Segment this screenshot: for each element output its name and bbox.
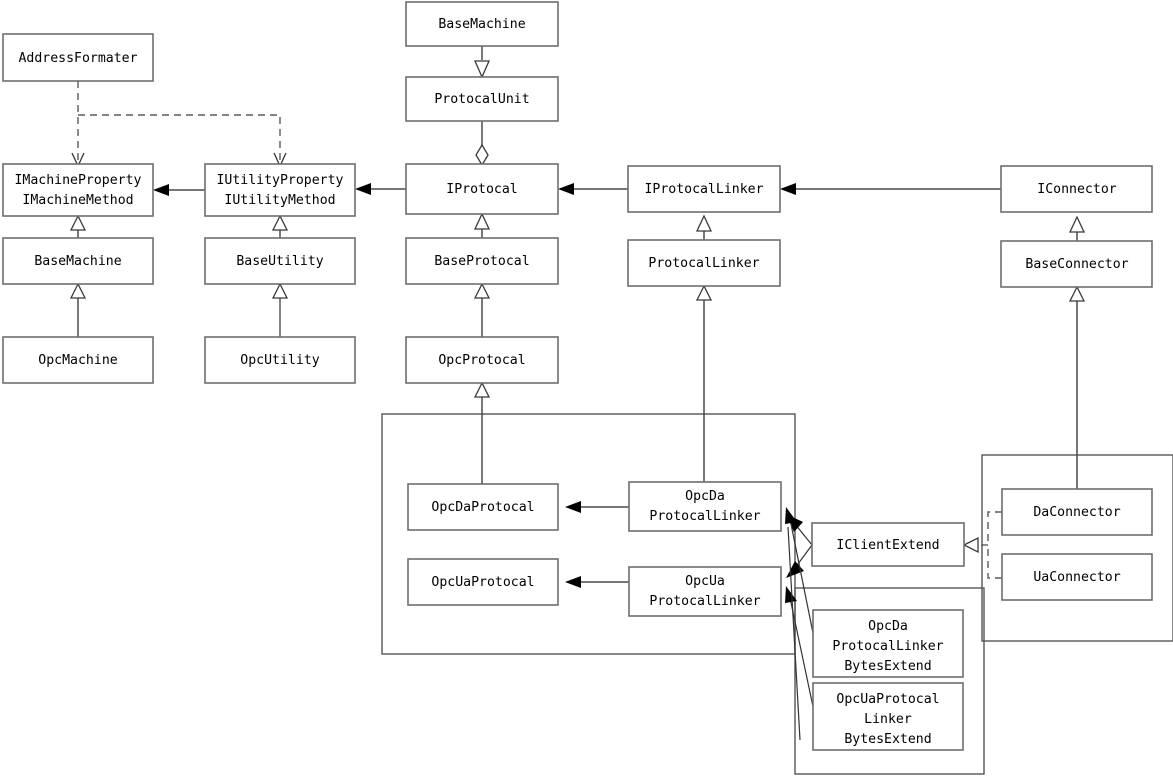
- class-label: BaseMachine: [34, 254, 121, 269]
- class-iclient-extend[interactable]: IClientExtend: [811, 522, 965, 567]
- class-iutility-interface[interactable]: IUtilityProperty IUtilityMethod: [204, 163, 356, 217]
- class-label: OpcUtility: [240, 353, 319, 368]
- class-label-line2: Linker: [864, 712, 912, 727]
- class-label: IConnector: [1037, 182, 1116, 197]
- edge-baseconnector-to-iconnector: [1068, 215, 1086, 241]
- edge-iprotocallinker-to-iprotocal: [558, 183, 628, 195]
- edge-opcdaprotocallinker-to-protocallinker: [695, 284, 713, 482]
- edge-opcmachine-to-basemachine: [69, 282, 87, 337]
- class-label-line1: IMachineProperty: [14, 173, 141, 188]
- class-iprotocal[interactable]: IProtocal: [405, 163, 559, 215]
- edge-opcdaprotocallinker-to-opcdaprotocal: [565, 501, 629, 513]
- edge-iconnector-to-iprotocallinker: [780, 183, 1001, 195]
- class-label: IProtocalLinker: [644, 182, 763, 197]
- class-opc-ua-protocal-linker[interactable]: OpcUa ProtocalLinker: [628, 566, 782, 617]
- class-label-line3: BytesExtend: [844, 659, 931, 674]
- class-protocal-linker[interactable]: ProtocalLinker: [627, 239, 781, 287]
- edge-daconnector-to-iclientextend: [987, 511, 1002, 545]
- class-address-formater[interactable]: AddressFormater: [2, 33, 154, 82]
- class-label-line1: OpcUaProtocal: [836, 692, 939, 707]
- class-base-utility[interactable]: BaseUtility: [204, 237, 356, 285]
- class-label: OpcDaProtocal: [431, 500, 534, 515]
- class-label-line1: IUtilityProperty: [216, 173, 343, 188]
- edge-baseprotocal-to-iprotocal: [473, 212, 491, 238]
- class-opc-da-bytes-extend[interactable]: OpcDa ProtocalLinker BytesExtend: [812, 609, 964, 678]
- opc-protocal-group: [381, 413, 796, 655]
- class-opc-machine[interactable]: OpcMachine: [2, 336, 154, 384]
- class-imachine-interface[interactable]: IMachineProperty IMachineMethod: [2, 163, 154, 217]
- class-label: IProtocal: [446, 182, 517, 197]
- class-opc-da-protocal-linker[interactable]: OpcDa ProtocalLinker: [628, 481, 782, 532]
- class-label-line2: IUtilityMethod: [224, 193, 335, 208]
- class-ua-connector[interactable]: UaConnector: [1001, 553, 1153, 601]
- edge-protocallinker-to-iprotocallinker: [695, 214, 713, 240]
- edge-basemachine-to-protocalunit: [474, 46, 490, 79]
- class-opc-protocal[interactable]: OpcProtocal: [405, 336, 559, 384]
- edge-protocalunit-to-iprotocal: [475, 121, 489, 167]
- edge-opcuabytesextend-to-opcuaprotocallinker: [785, 586, 816, 717]
- class-label-line1: OpcUa: [685, 574, 725, 589]
- class-label: BaseConnector: [1025, 257, 1128, 272]
- class-label: BaseProtocal: [434, 254, 529, 269]
- edge-opcutility-to-baseutility: [271, 282, 289, 337]
- edge-uaconnector-to-iclientextend: [962, 536, 1002, 579]
- edge-addressformater-to-iutility: [78, 114, 287, 168]
- edge-addressformater-to-imachine: [71, 81, 85, 168]
- class-label: UaConnector: [1033, 570, 1120, 585]
- edge-opcuabytesextend-to-opcdaprotocallinker: [787, 526, 801, 741]
- class-iprotocal-linker[interactable]: IProtocalLinker: [627, 165, 781, 213]
- class-label: OpcUaProtocal: [431, 575, 534, 590]
- class-label: ProtocalUnit: [434, 92, 529, 107]
- class-label: OpcMachine: [38, 353, 117, 368]
- class-label: ProtocalLinker: [648, 256, 759, 271]
- class-label-line2: ProtocalLinker: [649, 594, 760, 609]
- edge-opcdabytesextend-to-opcdaprotocallinker: [785, 507, 816, 644]
- class-base-connector[interactable]: BaseConnector: [1000, 240, 1153, 288]
- opc-client-extend-group: [794, 587, 985, 775]
- edge-iutility-to-imachine: [153, 184, 205, 196]
- class-protocal-unit[interactable]: ProtocalUnit: [405, 76, 559, 122]
- edge-opcdaprotocal-to-opcprotocal: [473, 381, 491, 484]
- class-base-machine-top[interactable]: BaseMachine: [405, 1, 559, 47]
- class-opc-ua-protocal[interactable]: OpcUaProtocal: [407, 558, 559, 606]
- class-label: AddressFormater: [18, 51, 137, 66]
- class-da-connector[interactable]: DaConnector: [1001, 488, 1153, 536]
- class-label-line2: ProtocalLinker: [649, 509, 760, 524]
- edge-iprotocal-to-iutility: [355, 183, 406, 195]
- class-label: BaseMachine: [438, 17, 525, 32]
- class-label: IClientExtend: [836, 538, 939, 553]
- class-label: DaConnector: [1033, 505, 1120, 520]
- class-label-line2: ProtocalLinker: [832, 639, 943, 654]
- class-label-line3: BytesExtend: [844, 732, 931, 747]
- class-label-line1: OpcDa: [868, 619, 908, 634]
- edge-baseutility-to-iutility: [271, 214, 289, 238]
- class-opc-utility[interactable]: OpcUtility: [204, 336, 356, 384]
- edge-opcprotocal-to-baseprotocal: [473, 282, 491, 337]
- class-label-line2: IMachineMethod: [22, 193, 133, 208]
- class-label: OpcProtocal: [438, 353, 525, 368]
- edge-basemachine-to-imachine: [69, 214, 87, 238]
- class-opc-ua-bytes-extend[interactable]: OpcUaProtocal Linker BytesExtend: [812, 682, 964, 751]
- class-label-line1: OpcDa: [685, 489, 725, 504]
- class-base-protocal[interactable]: BaseProtocal: [405, 237, 559, 285]
- class-iconnector[interactable]: IConnector: [1000, 165, 1153, 213]
- class-opc-da-protocal[interactable]: OpcDaProtocal: [407, 483, 559, 531]
- class-label: BaseUtility: [236, 254, 323, 269]
- edge-daconnector-to-baseconnector: [1068, 285, 1086, 489]
- class-base-machine-left[interactable]: BaseMachine: [2, 237, 154, 285]
- edge-opcuaprotocallinker-to-opcuaprotocal: [565, 576, 629, 588]
